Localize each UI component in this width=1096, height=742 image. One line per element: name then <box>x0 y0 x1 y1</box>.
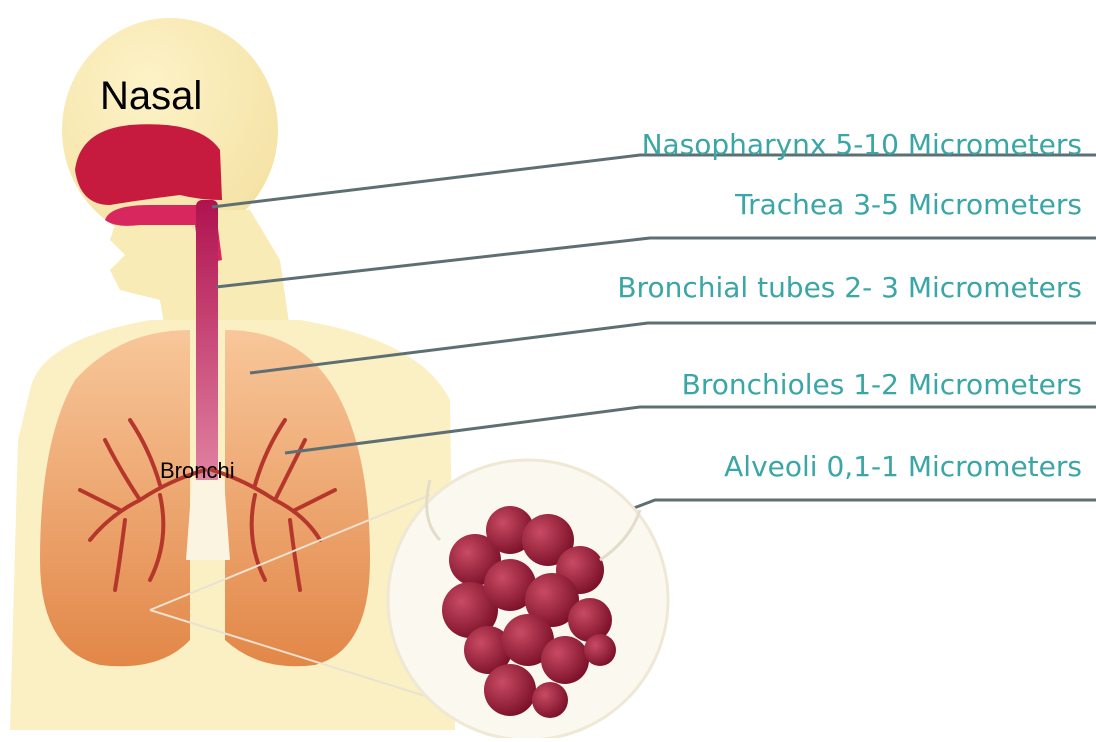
nasal-label: Nasal <box>100 74 202 119</box>
nasal-cavity <box>75 124 222 205</box>
trachea-callout: Trachea 3-5 Micrometers <box>735 188 1082 221</box>
bronchioles-callout: Bronchioles 1-2 Micrometers <box>682 368 1082 401</box>
alveoli-magnified <box>388 460 668 738</box>
mediastinum <box>186 480 230 560</box>
bronchi-label: Bronchi <box>160 458 235 484</box>
bronchial-tubes-callout: Bronchial tubes 2- 3 Micrometers <box>617 271 1082 304</box>
alveoli-callout: Alveoli 0,1-1 Micrometers <box>724 450 1082 483</box>
trachea <box>196 200 218 500</box>
nasopharynx-callout: Nasopharynx 5-10 Micrometers <box>642 128 1082 161</box>
